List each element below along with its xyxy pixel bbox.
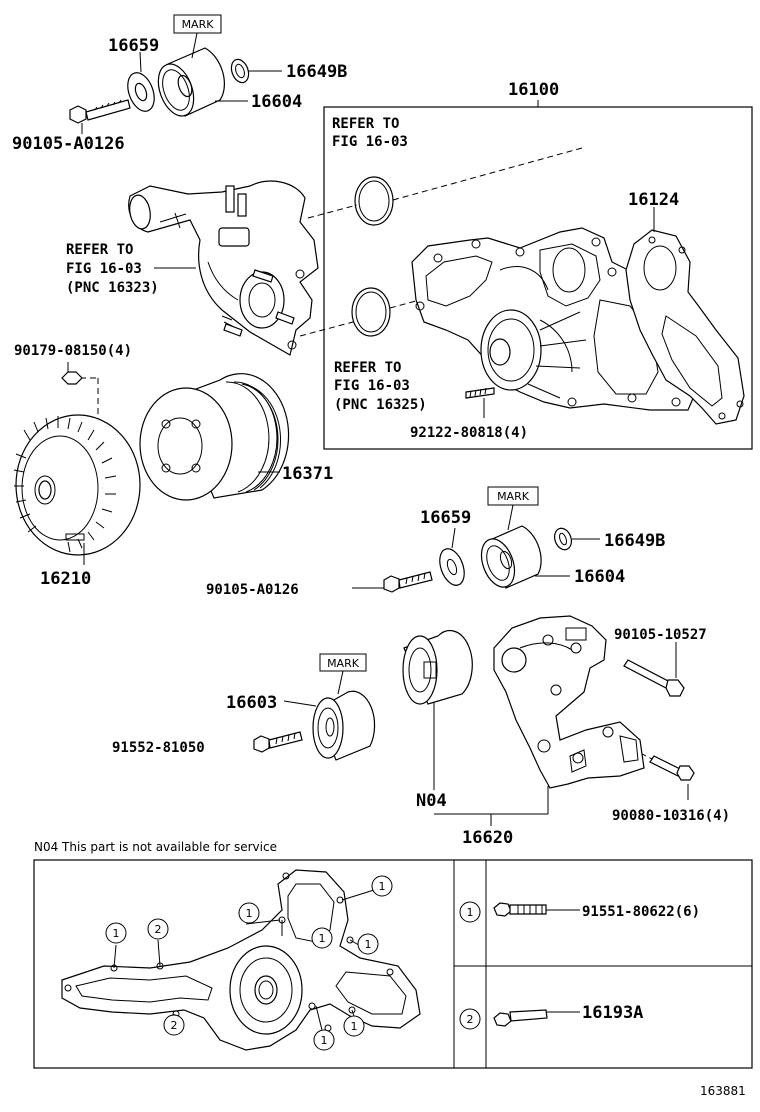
water-inlet-housing	[128, 180, 319, 356]
stud-92122	[465, 387, 495, 399]
mark-label-mid: MARK	[497, 490, 530, 503]
svg-text:1: 1	[321, 1034, 328, 1047]
svg-text:1: 1	[351, 1020, 358, 1033]
mark-label-low: MARK	[327, 657, 360, 670]
refer-oring2-line1: REFER TO	[334, 360, 401, 376]
bolt-91551-icon	[493, 902, 512, 917]
o-ring-upper	[354, 176, 394, 226]
label-91552-81050: 91552-81050	[112, 740, 205, 756]
gasket-callout: 1	[357, 933, 379, 955]
label-16620: 16620	[462, 828, 513, 848]
label-90105-10527: 90105-10527	[614, 627, 707, 643]
gasket-callout: 1	[343, 1015, 365, 1037]
bolt-90105-10527	[623, 659, 685, 697]
bolt-16193a-icon	[493, 1012, 512, 1027]
label-16210: 16210	[40, 569, 91, 589]
svg-text:1: 1	[379, 880, 386, 893]
mark-box-top	[173, 14, 222, 34]
gasket-callout: 1	[311, 927, 333, 949]
pulley-16604-top	[157, 47, 225, 117]
refer-inlet-line3: (PNC 16323)	[66, 280, 159, 296]
refer-oring2-line2: FIG 16-03	[334, 378, 410, 394]
tensioner-bracket	[493, 615, 645, 789]
label-90179-08150: 90179-08150(4)	[14, 343, 132, 359]
svg-text:1: 1	[365, 938, 372, 951]
label-16124: 16124	[628, 190, 679, 210]
gasket-callout: 1	[371, 875, 393, 897]
label-16603: 16603	[226, 693, 277, 713]
gasket-callout: 2	[147, 918, 169, 940]
label-16659-mid: 16659	[420, 508, 471, 528]
legend-row-1: 1 91551-80622(6)	[459, 901, 700, 923]
gasket-bottom	[61, 869, 421, 1051]
gasket-callout: 1	[105, 922, 127, 944]
pulley-16603	[312, 690, 376, 761]
legend-row-2: 2 16193A	[459, 1003, 643, 1030]
bolt-90105-a0126-mid	[383, 571, 433, 593]
legend-2-part: 16193A	[582, 1003, 643, 1023]
bolt-90080-10316	[649, 755, 695, 781]
bolt-legend-box	[33, 859, 753, 1069]
svg-text:1: 1	[113, 927, 120, 940]
cap-16649b-top	[230, 58, 250, 84]
refer-oring2-line3: (PNC 16325)	[334, 397, 427, 413]
gasket-callout: 2	[163, 1014, 185, 1036]
legend-1-part: 91551-80622(6)	[582, 904, 700, 920]
figure-number: 163881	[700, 1084, 746, 1098]
svg-text:2: 2	[171, 1019, 178, 1032]
bolt-90105-a0126-top	[69, 99, 131, 124]
label-16659-top: 16659	[108, 36, 159, 56]
svg-text:1: 1	[319, 932, 326, 945]
refer-oring-line1: REFER TO	[332, 116, 399, 132]
label-16100: 16100	[508, 80, 559, 100]
label-90105-a0126-mid: 90105-A0126	[206, 582, 299, 598]
label-n04: N04	[416, 791, 447, 811]
label-16604-top: 16604	[251, 92, 302, 112]
label-16604-mid: 16604	[574, 567, 625, 587]
label-16649b-top: 16649B	[286, 62, 347, 82]
refer-inlet-line2: FIG 16-03	[66, 261, 142, 277]
note-n04: N04 This part is not available for servi…	[34, 840, 277, 854]
label-90080-10316: 90080-10316(4)	[612, 808, 730, 824]
label-16371: 16371	[282, 464, 333, 484]
nut-90179	[61, 371, 83, 385]
label-90105-a0126-top: 90105-A0126	[12, 134, 125, 154]
washer-16659-mid	[439, 548, 465, 586]
bolt-91552-81050	[253, 731, 303, 753]
idler-n04	[402, 629, 473, 705]
refer-inlet-line1: REFER TO	[66, 242, 133, 258]
idler-pulley-top-group: MARK	[69, 14, 282, 134]
legend-1-number: 1	[467, 906, 474, 919]
legend-2-number: 2	[467, 1013, 474, 1026]
label-16649b-mid: 16649B	[604, 531, 665, 551]
water-pump-assembly-box	[323, 106, 753, 450]
mark-label-top: MARK	[182, 18, 215, 31]
refer-oring-line2: FIG 16-03	[332, 134, 408, 150]
pulley-16604-mid	[480, 525, 542, 589]
gasket-16124	[625, 229, 745, 425]
svg-text:1: 1	[246, 907, 253, 920]
gasket-callout: 1	[313, 1029, 335, 1051]
cap-16649b-mid	[553, 527, 573, 551]
water-pump-body	[411, 227, 695, 411]
fan-pulley-16371	[139, 373, 290, 501]
svg-text:2: 2	[155, 923, 162, 936]
gasket-callout: 1	[238, 902, 260, 924]
o-ring-lower	[351, 287, 391, 337]
fan-clutch-16210	[13, 414, 141, 556]
label-92122-80818: 92122-80818(4)	[410, 425, 528, 441]
washer-16659-top	[127, 72, 155, 112]
